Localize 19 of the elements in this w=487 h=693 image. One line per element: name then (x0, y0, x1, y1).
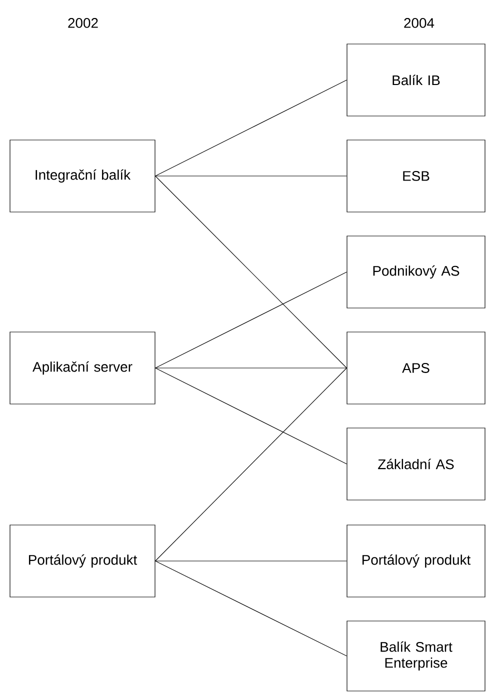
connector-line (155, 368, 347, 464)
process-box: APS (346, 332, 486, 404)
process-box: Aplikační server (10, 332, 156, 404)
connector-line (155, 560, 347, 562)
process-box: ESB (346, 140, 486, 212)
year-label: 2002 (68, 18, 98, 28)
process-box: Balík Smart Enterprise (346, 620, 486, 692)
process-box: Podnikový AS (346, 236, 486, 308)
process-box: Balík IB (346, 44, 486, 116)
connector-line (155, 176, 347, 368)
connector-line (155, 368, 347, 562)
process-box: Portálový produkt (10, 524, 156, 598)
process-box: Integrační balík (10, 140, 156, 212)
connector-line (155, 560, 347, 656)
year-label: 2004 (404, 18, 434, 28)
process-box: Základní AS (346, 428, 486, 500)
connector-line (155, 272, 347, 368)
connector-line (155, 80, 347, 176)
process-box: Portálový produkt (346, 524, 486, 598)
